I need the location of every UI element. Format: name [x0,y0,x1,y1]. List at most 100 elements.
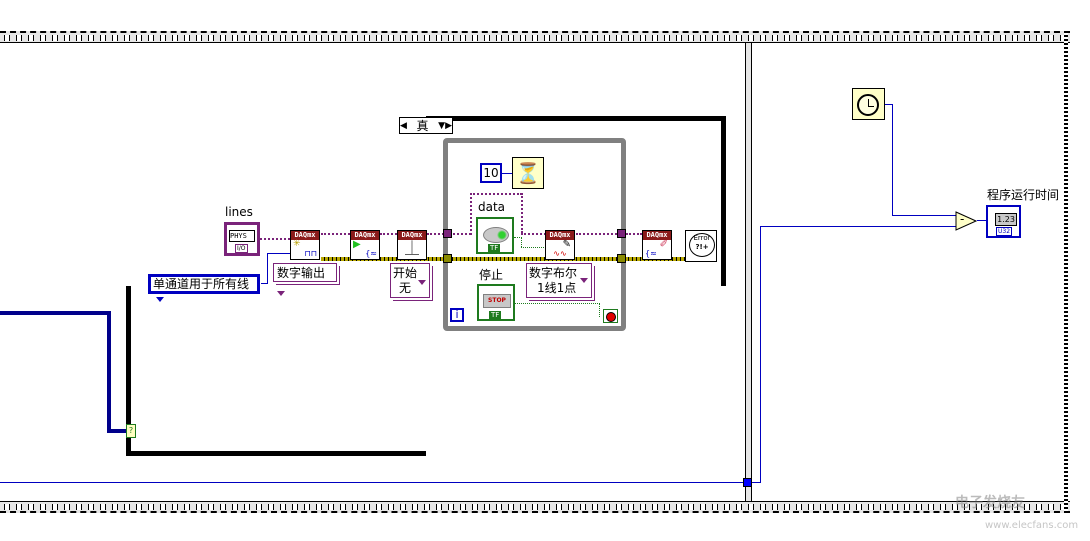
indicator-label: 程序运行时间 [987,188,1060,202]
chevron-down-icon [418,280,426,285]
case-selector-value: 真 [416,119,429,133]
physical-channel-sub: I/O [235,244,248,253]
error-tunnel-out [617,254,626,263]
data-led-control[interactable]: TF [476,217,514,254]
daqmx-header: DAQmx [291,231,319,240]
time-wire [760,226,956,227]
indicator-display: 1.23 [995,213,1017,226]
digital-pulse-icon: ⊓⊓ [304,249,317,258]
task-wire [470,193,474,235]
play-icon: ▶ [353,239,361,250]
waveform-icon: {≈ [645,249,657,258]
stop-bool-sub: TF [489,311,502,319]
tick-wire [892,104,893,216]
loop-iteration-value: i [455,308,459,321]
data-wire [521,247,546,249]
tick-wire [885,104,893,105]
case-selector-terminal: ? [126,424,136,438]
case-dropdown-icon[interactable]: ▼▶ [438,120,452,131]
write-type-enum[interactable]: 数字布尔 1线1点 [526,263,592,298]
subtract-node[interactable]: - [955,211,978,231]
subtract-symbol: - [960,212,965,226]
trigger-type-line1: 开始 [393,266,418,280]
grouping-wire [267,253,290,254]
time-wire [752,482,761,483]
physical-channel-control[interactable]: PHYS I/O [224,222,260,256]
error-bubble-icon: Error ?!+ [689,233,715,257]
chevron-down-icon [277,291,285,296]
case-decrement-arrow-icon[interactable]: ◀ [400,120,407,131]
task-wire [470,193,522,197]
write-type-line2: 1线1点 [537,281,577,295]
waveform-icon: {≈ [365,249,377,258]
case-selector[interactable]: ◀ 真 ▼▶ [399,117,453,134]
daqmx-header: DAQmx [351,231,379,240]
trigger-edge-icon: ⏊ [405,241,419,257]
daqmx-clear-task-vi[interactable]: DAQmx ✐ {≈ [642,230,672,260]
stop-wire [515,303,600,305]
error-handler-text: Error [693,234,711,242]
stop-wire [599,303,601,317]
flat-sequence-top-border [0,31,1070,43]
wait-ms-vi[interactable]: ⏳ [512,157,544,189]
watermark-cn: 电子发烧友 [955,495,1025,511]
daqmx-write-vi[interactable]: DAQmx ✎ ∿∿ [545,230,575,260]
task-wire [521,233,546,237]
create-channel-icon: ✳ [293,239,301,249]
tick-count-vi[interactable] [852,88,885,120]
error-tunnel-in [443,254,452,263]
data-bool-label: data [478,200,506,214]
watermark-url: www.elecfans.com [985,520,1079,531]
case-input-wire [0,311,110,315]
sequence-tunnel [743,478,752,487]
task-wire [576,233,620,237]
task-wire [380,233,397,237]
stop-bool-label: 停止 [479,268,504,282]
eraser-icon: ✐ [659,239,668,250]
subtract-triangle-icon [955,211,978,231]
data-bool-sub: TF [488,244,501,252]
data-wire [514,237,522,239]
runtime-indicator: 1.23 U32 [986,205,1021,238]
daqmx-trigger-vi[interactable]: DAQmx ⏊ [397,230,427,260]
time-wire [760,226,761,483]
task-tunnel-out [617,229,626,238]
led-icon [483,227,509,243]
channel-grouping-enum[interactable]: 单通道用于所有线 [148,274,260,302]
stopwatch-icon [857,94,879,116]
case-input-wire-end [107,429,127,433]
channel-grouping-value: 单通道用于所有线 [153,277,250,291]
loop-condition-terminal[interactable] [603,309,618,323]
physical-channel-label: lines [225,205,253,219]
chevron-down-icon [580,278,588,283]
indicator-sub: U32 [996,227,1013,236]
write-type-line1: 数字布尔 [529,266,578,280]
case-input-wire-vertical [107,311,111,433]
physical-channel-icon: PHYS [229,230,255,242]
error-handler-vi[interactable]: Error ?!+ [685,230,717,262]
daqmx-create-channel-vi[interactable]: DAQmx ✳ ⊓⊓ [290,230,320,260]
flat-sequence-right-edge [1064,31,1068,513]
data-wire [521,237,523,247]
wait-ms-constant[interactable]: 10 [480,163,502,183]
trigger-type-enum[interactable]: 开始 无 [390,263,430,298]
digital-output-enum[interactable]: 数字输出 [273,263,337,296]
loop-iteration-terminal: i [450,308,464,322]
task-wire [427,233,447,237]
stop-button-face: STOP [483,294,511,308]
tick-wire [892,215,956,216]
task-wire [321,233,350,237]
wait-ms-value: 10 [483,166,499,180]
grouping-wire [261,283,268,284]
daqmx-header: DAQmx [398,231,426,240]
task-wire [453,233,471,237]
task-wire [521,193,525,233]
daqmx-start-task-vi[interactable]: DAQmx ▶ {≈ [350,230,380,260]
error-wire [321,257,686,261]
result-wire [977,220,987,221]
task-wire [260,238,290,242]
task-wire [626,233,642,237]
daqmx-header: DAQmx [546,231,574,240]
stop-button-control[interactable]: STOP TF [477,284,515,321]
digital-output-value: 数字输出 [277,266,326,280]
